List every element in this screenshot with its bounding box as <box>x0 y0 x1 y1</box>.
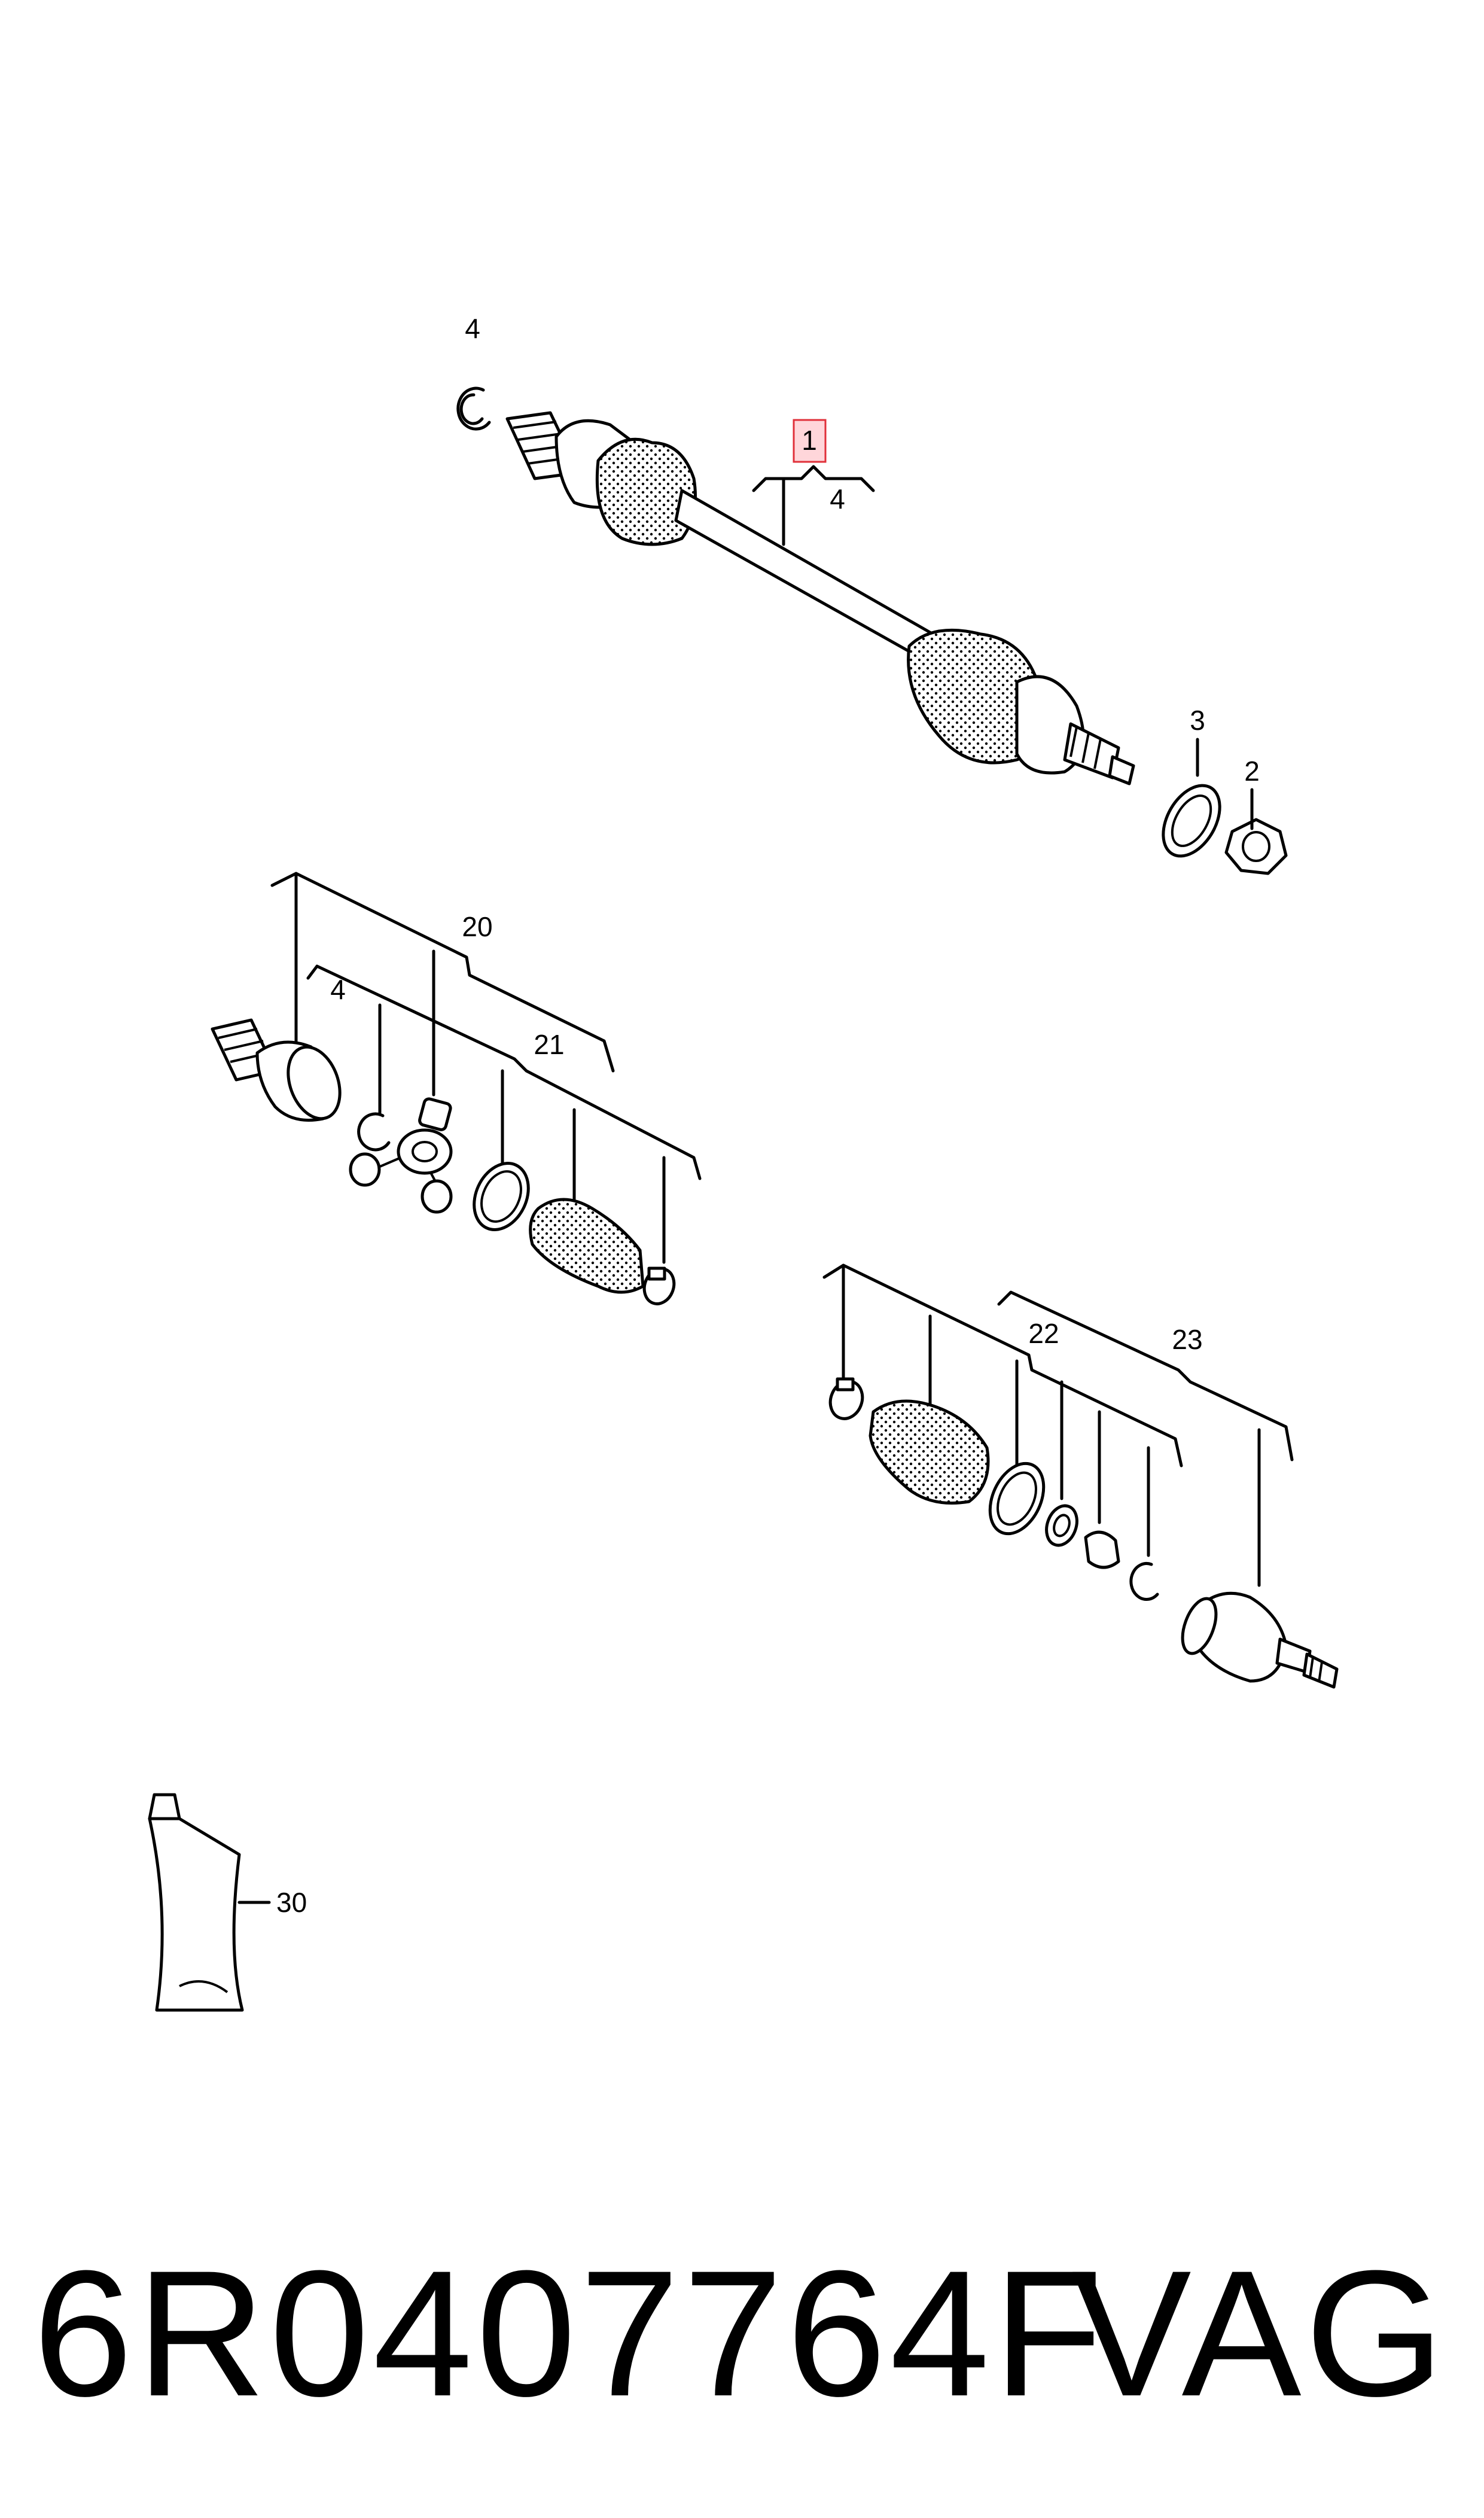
tripod-spider <box>349 1097 453 1214</box>
inner-kit-boot <box>529 1198 645 1294</box>
bracket-1 <box>752 465 875 492</box>
exploded-parts-diagram: 1 4 4 3 2 20 4 21 22 23 30 <box>148 313 1339 2012</box>
boot-clamp-large <box>473 1162 530 1231</box>
callout-22[interactable]: 22 <box>1028 1318 1059 1349</box>
circlip-part-4-top <box>456 386 491 431</box>
outer-kit-boot <box>869 1399 990 1505</box>
nut-part-2 <box>1224 818 1288 875</box>
bracket-20 <box>270 872 615 1073</box>
inner-joint-housing-part <box>211 1018 342 1122</box>
outer-circlip <box>1129 1562 1159 1601</box>
bracket-22 <box>822 1263 1183 1467</box>
callout-4-bracket[interactable]: 4 <box>830 483 845 514</box>
callout-4-left[interactable]: 4 <box>330 974 346 1005</box>
outer-large-clamp <box>988 1462 1046 1536</box>
thrust-ring-cone <box>1084 1530 1120 1569</box>
callout-2[interactable]: 2 <box>1244 756 1260 787</box>
callout-23[interactable]: 23 <box>1172 1324 1202 1355</box>
callout-20[interactable]: 20 <box>462 911 492 942</box>
footer: 6R0407764F VAG <box>0 2154 1484 2518</box>
outer-small-clamp <box>828 1377 864 1420</box>
grease-tube-part-30 <box>148 1793 271 2012</box>
part-number: 6R0407764F <box>33 2233 1107 2434</box>
outer-joint-kit <box>822 1263 1339 1689</box>
callout-3[interactable]: 3 <box>1190 705 1205 736</box>
callout-4-top[interactable]: 4 <box>465 313 480 344</box>
callout-1[interactable]: 1 <box>802 425 817 456</box>
outer-cv-joint <box>1181 1591 1339 1689</box>
shaft-bar <box>674 489 935 660</box>
brand-name: VAG <box>1071 2233 1448 2434</box>
inner-joint-kit <box>211 872 702 1305</box>
dished-washer <box>1045 1504 1078 1547</box>
callout-21[interactable]: 21 <box>534 1029 564 1060</box>
boot-clamp-small <box>642 1266 676 1305</box>
drive-shaft-assembly <box>456 386 1288 875</box>
callout-30[interactable]: 30 <box>276 1887 307 1918</box>
callout-1-highlight-box <box>793 419 827 463</box>
bracket-23 <box>997 1290 1294 1462</box>
washer-part-3 <box>1162 784 1221 858</box>
circlip-part-4-left <box>357 1112 391 1152</box>
bracket-21 <box>306 964 702 1180</box>
outer-spline-stub <box>1063 722 1135 785</box>
